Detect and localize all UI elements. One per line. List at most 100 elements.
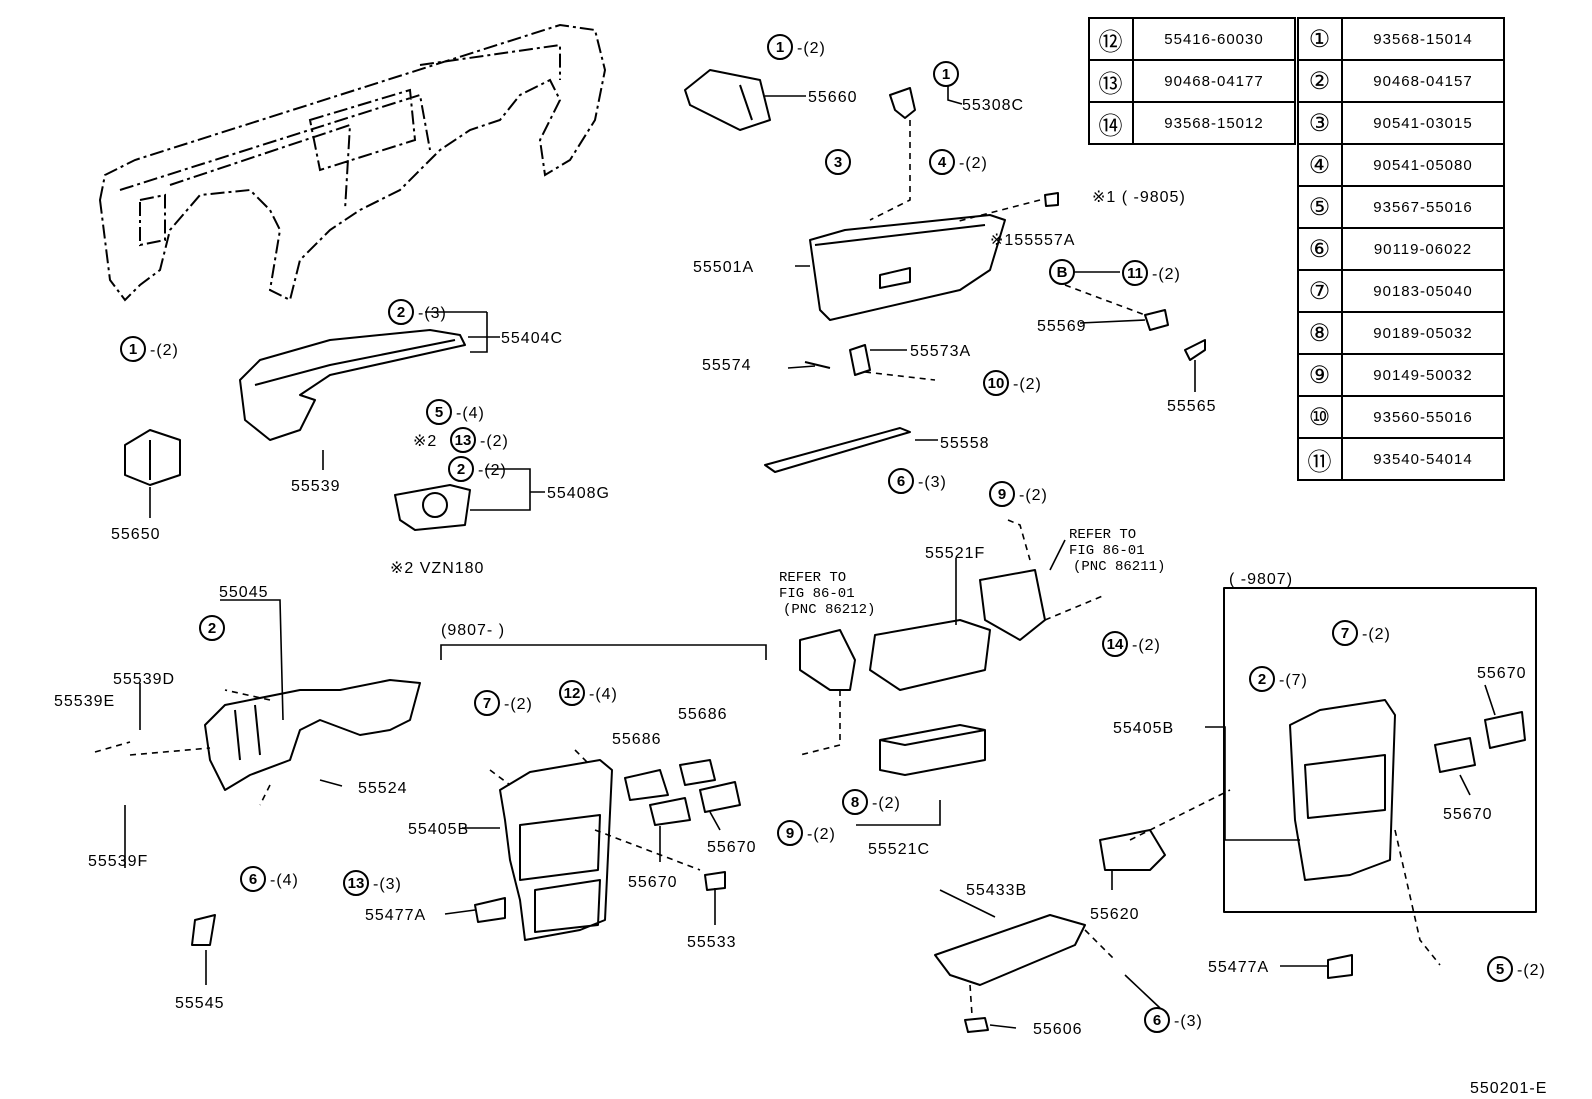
refer-note-text: FIG 86-01: [779, 586, 855, 602]
part-label: ( -9807): [1229, 571, 1293, 588]
callout-number: 5: [1496, 961, 1504, 978]
callout-8: 8-(2): [842, 789, 900, 815]
center-cluster-right-drawing: [1289, 699, 1396, 881]
callout-circle: [343, 870, 369, 896]
ref-number: ⑬: [1088, 59, 1134, 103]
center-vent-drawing: [684, 69, 771, 131]
callout-circle: [929, 149, 955, 175]
callout-quantity: -(4): [589, 686, 618, 703]
part-label: 55477A: [1208, 959, 1269, 976]
callout-circle: [1122, 260, 1148, 286]
part-label: 55620: [1090, 906, 1140, 923]
part-label: 55045: [219, 584, 269, 601]
part-label: (9807- ): [441, 622, 505, 639]
callout-circle: [474, 690, 500, 716]
part-label: 55660: [808, 89, 858, 106]
callout-number: 1: [129, 341, 137, 358]
part-label: 55558: [940, 435, 990, 452]
part-number: 90183-05040: [1341, 269, 1505, 313]
callout-quantity: -(3): [418, 305, 447, 322]
callout-number: 14: [1107, 636, 1124, 653]
callout-2: 2: [199, 615, 225, 641]
part-number: 93560-55016: [1341, 395, 1505, 439]
callout-circle: [842, 789, 868, 815]
leader-lines: [94, 86, 1496, 1029]
part-number: 93567-55016: [1341, 185, 1505, 229]
callout-1: 1-(2): [767, 34, 825, 60]
callout-number: 2: [397, 304, 405, 321]
callout-circle: [240, 866, 266, 892]
glove-stopper-drawing: [804, 361, 831, 369]
callout-number: 1: [942, 66, 950, 83]
callout-circle: [1049, 259, 1075, 285]
part-number: 93568-15012: [1132, 101, 1296, 145]
cluster-finish-panel-drawing: [239, 329, 466, 441]
callout-quantity: -(7): [1279, 672, 1308, 689]
cover-55545-drawing: [191, 914, 216, 946]
callout-quantity: -(2): [478, 462, 507, 479]
part-number: 90149-50032: [1341, 353, 1505, 397]
callout-circle: [777, 820, 803, 846]
callout-12: 12 -(4): [559, 680, 618, 706]
part-label: 55308C: [962, 97, 1024, 114]
refer-note-text: REFER TO: [779, 570, 846, 586]
side-register-drawing: [124, 429, 181, 486]
callout-7: 7 -(2): [1332, 620, 1391, 646]
ref-number: ⑥: [1297, 227, 1343, 271]
part-label: 55524: [358, 780, 408, 797]
callout-quantity: -(2): [1132, 637, 1161, 654]
callout-quantity: -(2): [1019, 487, 1048, 504]
callout-circle: [559, 680, 585, 706]
holder-55620-drawing: [1099, 829, 1166, 871]
callout-number: 12: [564, 685, 581, 702]
part-label: 55545: [175, 995, 225, 1012]
part-label: 55565: [1167, 398, 1217, 415]
callout-7: 7-(2): [474, 690, 532, 716]
vents-right-drawing: [1327, 711, 1526, 979]
box-55521C-drawing: [879, 724, 986, 776]
refer-note-text: FIG 86-01: [1069, 543, 1145, 559]
ref-number: ④: [1297, 143, 1343, 187]
part-label: 55501A: [693, 259, 754, 276]
callout-circle: [388, 299, 414, 325]
callout-2: 2-(2): [448, 456, 507, 482]
callout-quantity: -(2): [480, 433, 509, 450]
part-label: 55670: [628, 874, 678, 891]
part-label: 55606: [1033, 1021, 1083, 1038]
part-label: 55521F: [925, 545, 985, 562]
refer-note-text: (PNC 86211): [1073, 559, 1165, 575]
callout-number: 10: [988, 375, 1005, 392]
part-label: 55433B: [966, 882, 1027, 899]
callout-quantity: -(2): [1152, 266, 1181, 283]
refer-note-text: REFER TO: [1069, 527, 1136, 543]
part-label: 55408G: [547, 485, 610, 502]
part-label: 550201-E: [1470, 1080, 1547, 1097]
glove-box-drawing: [809, 214, 1006, 321]
callout-quantity: -(2): [1362, 626, 1391, 643]
callout-circle: [767, 34, 793, 60]
callout-2: 2-(7): [1249, 666, 1308, 692]
callout-5: 5-(4): [426, 399, 484, 425]
part-number: 55416-60030: [1132, 17, 1296, 61]
callout-circle: [1487, 956, 1513, 982]
callout-quantity: -(2): [1013, 376, 1042, 393]
ref-number: ⑧: [1297, 311, 1343, 355]
callout-number: 7: [1341, 625, 1349, 642]
center-cluster-left-drawing: [499, 759, 613, 941]
lower-tray-drawing: [934, 914, 1086, 986]
callout-circle: [199, 615, 225, 641]
callout-circle: [1332, 620, 1358, 646]
part-label: ※2 VZN180: [390, 560, 484, 577]
ref-number: ③: [1297, 101, 1343, 145]
